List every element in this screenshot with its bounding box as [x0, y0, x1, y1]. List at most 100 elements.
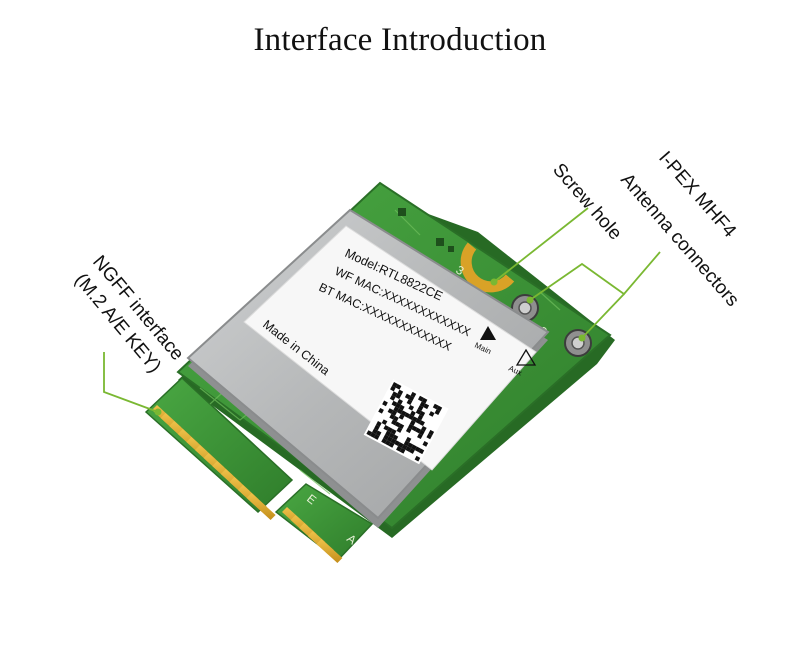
qr-module [405, 427, 412, 434]
qr-module [397, 389, 404, 396]
qr-module [411, 425, 418, 432]
qr-module [390, 438, 397, 445]
qr-module [406, 399, 413, 405]
qr-module [404, 393, 411, 400]
qr-module [419, 401, 426, 408]
qr-module [378, 407, 384, 414]
qr-module [381, 438, 387, 444]
qr-module [419, 420, 425, 426]
qr-module [386, 436, 393, 443]
aux-triangle-icon [515, 348, 537, 366]
qr-module [415, 418, 422, 424]
qr-module [408, 404, 415, 411]
qr-module [432, 403, 439, 410]
qr-module [392, 382, 398, 388]
qr-module [374, 424, 380, 431]
qr-module [436, 405, 443, 412]
qr-module [419, 429, 425, 436]
callout-line-screw-hole [493, 207, 589, 283]
qr-module [397, 399, 403, 405]
qr-module [372, 428, 378, 435]
qr-module [391, 419, 397, 426]
callout-line-ipex-aux [581, 293, 625, 339]
callout-dot-ipex-main [526, 296, 534, 304]
qr-module [417, 414, 424, 421]
qr-module [426, 433, 433, 440]
callout-dot-ipex-aux [578, 334, 586, 342]
qr-module [391, 391, 398, 398]
qr-module [391, 410, 398, 416]
qr-module [366, 430, 373, 436]
qr-module [396, 445, 402, 452]
qr-module [419, 410, 426, 417]
qr-module [373, 434, 380, 440]
qr-module [395, 383, 402, 390]
qr-module [394, 440, 401, 446]
qr-module [391, 400, 398, 407]
qr-module [404, 412, 411, 419]
qr-module [401, 444, 408, 450]
qr-module [370, 432, 376, 438]
qr-module [420, 425, 427, 432]
qr-module [399, 447, 406, 454]
qr-module [405, 446, 412, 452]
callout-dot-ngff [154, 408, 162, 416]
qr-module [411, 416, 418, 422]
qr-module [409, 448, 415, 454]
qr-module [415, 427, 421, 434]
page-title: Interface Introduction [253, 22, 547, 58]
gold-finger [246, 493, 276, 520]
qr-module [407, 423, 414, 430]
qr-module [388, 442, 395, 448]
callout-line-ngff [103, 352, 159, 413]
qr-module [414, 446, 421, 453]
qr-module [387, 408, 394, 414]
qr-code [363, 379, 449, 465]
qr-module [409, 420, 416, 426]
qr-module [395, 402, 401, 409]
qr-module [375, 430, 382, 437]
qr-module [410, 391, 417, 398]
qr-module [384, 440, 391, 446]
screw-hole [460, 242, 515, 293]
qr-module [376, 421, 382, 427]
qr-module [388, 432, 395, 439]
qr-module [390, 428, 397, 435]
qr-module [398, 414, 405, 420]
qr-module [408, 395, 415, 402]
qr-module [383, 424, 390, 431]
qr-module [418, 448, 425, 455]
qr-module [387, 426, 393, 433]
qr-module [414, 455, 421, 462]
qr-module [392, 434, 399, 441]
qr-module [405, 436, 412, 443]
qr-module [415, 408, 422, 415]
qr-module [423, 403, 430, 410]
qr-module [398, 442, 404, 448]
qr-module [397, 408, 403, 415]
qr-module [394, 421, 401, 428]
qr-module [390, 385, 396, 392]
qr-module [428, 429, 435, 436]
qr-module [417, 405, 424, 411]
qr-module [398, 423, 405, 430]
qr-module [403, 440, 410, 447]
qr-module [407, 442, 414, 449]
qr-module [428, 411, 435, 417]
callout-line-ipex [529, 251, 661, 301]
pcb-pads [398, 208, 454, 252]
qr-module [411, 444, 417, 451]
qr-module [396, 427, 403, 433]
qr-module [398, 404, 405, 411]
qr-module [417, 433, 423, 440]
qr-module [393, 415, 399, 422]
gold-finger [316, 539, 343, 563]
qr-module [393, 406, 399, 413]
main-triangle-icon [480, 326, 496, 340]
callout-screw-hole: Screw hole [548, 160, 626, 245]
qr-module [385, 430, 391, 437]
qr-module [417, 395, 424, 402]
qr-module [389, 413, 396, 420]
qr-module [410, 410, 416, 417]
